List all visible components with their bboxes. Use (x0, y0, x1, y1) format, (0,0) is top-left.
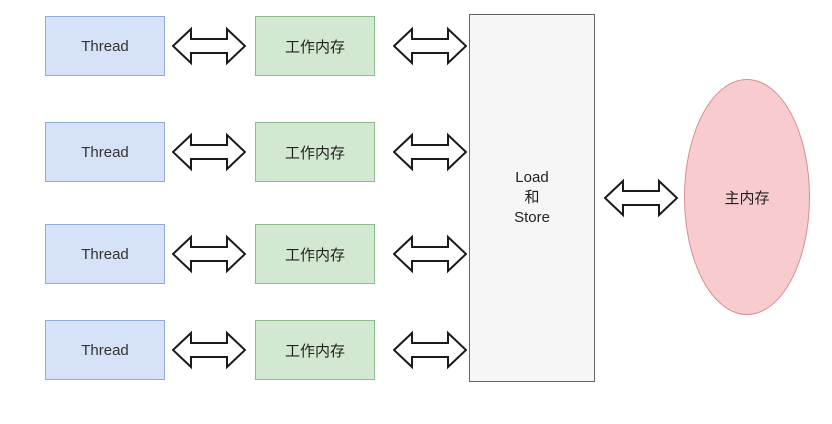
main-memory-ellipse: 主内存 (684, 79, 810, 315)
thread-box-4: Thread (45, 320, 165, 380)
bidirectional-arrow-icon-wm-loadstore-4 (393, 329, 467, 371)
bidirectional-arrow-icon-wm-loadstore-3 (393, 233, 467, 275)
load-store-line-1: Load (515, 168, 549, 186)
working-memory-label-3: 工作内存 (284, 246, 345, 264)
bidirectional-arrow-icon-thread-wm-1 (172, 25, 246, 67)
working-memory-box-3: 工作内存 (255, 224, 375, 284)
bidirectional-arrow-icon-loadstore-main-memory (604, 177, 678, 219)
working-memory-box-2: 工作内存 (255, 122, 375, 182)
thread-box-3: Thread (45, 224, 165, 284)
working-memory-label-2: 工作内存 (284, 144, 345, 162)
thread-label-4: Thread (81, 341, 129, 359)
working-memory-box-4: 工作内存 (255, 320, 375, 380)
working-memory-label-1: 工作内存 (284, 38, 345, 56)
thread-label-3: Thread (81, 245, 129, 263)
main-memory-label: 主内存 (724, 189, 770, 207)
bidirectional-arrow-icon-thread-wm-2 (172, 131, 246, 173)
thread-box-1: Thread (45, 16, 165, 76)
bidirectional-arrow-icon-thread-wm-3 (172, 233, 246, 275)
load-store-box: Load 和 Store (469, 14, 595, 382)
bidirectional-arrow-icon-thread-wm-4 (172, 329, 246, 371)
thread-box-2: Thread (45, 122, 165, 182)
thread-label-1: Thread (81, 37, 129, 55)
load-store-line-3: Store (514, 209, 550, 227)
load-store-line-2: 和 (524, 188, 540, 206)
bidirectional-arrow-icon-wm-loadstore-1 (393, 25, 467, 67)
thread-label-2: Thread (81, 143, 129, 161)
working-memory-box-1: 工作内存 (255, 16, 375, 76)
bidirectional-arrow-icon-wm-loadstore-2 (393, 131, 467, 173)
working-memory-label-4: 工作内存 (284, 342, 345, 360)
